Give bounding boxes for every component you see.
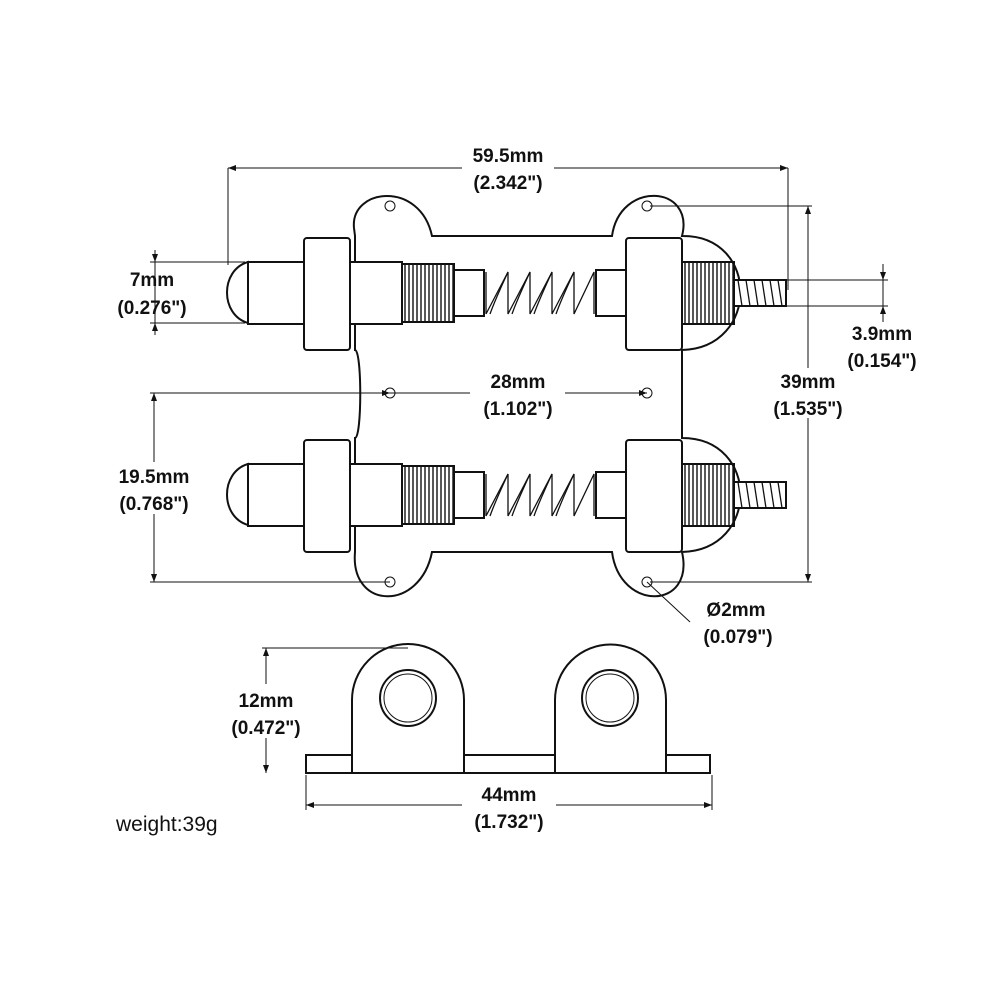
- left-bracket-hole-outer: [379, 669, 437, 727]
- lower-shaft-assembly: [226, 439, 787, 553]
- left-bracket-hole-inner: [383, 673, 433, 723]
- shaft-spacing-imperial: (0.768"): [119, 494, 188, 515]
- right-bracket-hole-outer: [581, 669, 639, 727]
- hole-spacing-imperial: (1.102"): [483, 399, 552, 420]
- base-length-imperial: (1.732"): [474, 812, 543, 833]
- upper-shaft-assembly: [226, 237, 787, 351]
- bracket-height-metric: 12mm: [239, 691, 294, 712]
- thread-diameter-metric: 3.9mm: [852, 324, 912, 345]
- thread-diameter-imperial: (0.154"): [847, 351, 916, 372]
- shaft-spacing-metric: 19.5mm: [119, 467, 190, 488]
- weight-label: weight:39g: [115, 813, 218, 836]
- right-bracket-hole-inner: [585, 673, 635, 723]
- hole-diameter-imperial: (0.079"): [703, 627, 772, 648]
- bracket-height-imperial: (0.472"): [231, 718, 300, 739]
- overall-length-metric: 59.5mm: [473, 146, 544, 167]
- mount-hole-top-left: [384, 200, 396, 212]
- overall-width-metric: 39mm: [781, 372, 836, 393]
- hole-diameter-metric: Ø2mm: [706, 600, 765, 621]
- overall-width-imperial: (1.535"): [773, 399, 842, 420]
- shaft-diameter-imperial: (0.276"): [117, 298, 186, 319]
- base-length-metric: 44mm: [482, 785, 537, 806]
- hole-spacing-metric: 28mm: [491, 372, 546, 393]
- dimension-labels: 59.5mm (2.342") 7mm (0.276") 3.9mm (0.15…: [112, 140, 917, 836]
- shaft-diameter-metric: 7mm: [130, 270, 174, 291]
- overall-length-imperial: (2.342"): [473, 173, 542, 194]
